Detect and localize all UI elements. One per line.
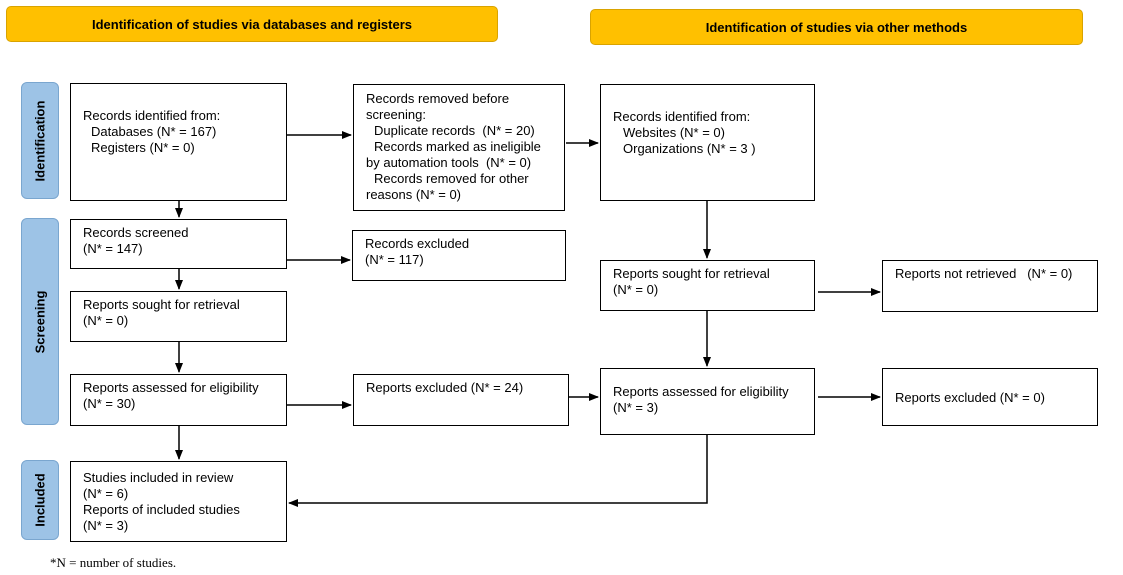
removed-duplicates: Duplicate records (N* = 20) bbox=[374, 123, 535, 138]
header-databases-registers: Identification of studies via databases … bbox=[6, 6, 498, 42]
other-reports-assessed-count: (N* = 3) bbox=[613, 400, 659, 415]
studies-included-count: (N* = 6) bbox=[83, 486, 129, 501]
removed-automation-line2: by automation tools (N* = 0) bbox=[366, 155, 532, 170]
removed-line2: screening: bbox=[366, 107, 426, 122]
records-screened-box: Records screened (N* = 147) bbox=[70, 219, 287, 269]
removed-other-line1: Records removed for other bbox=[374, 171, 529, 186]
other-reports-sought-box: Reports sought for retrieval (N* = 0) bbox=[600, 260, 815, 311]
phase-identification: Identification bbox=[21, 82, 59, 199]
reports-included-title: Reports of included studies bbox=[83, 502, 240, 517]
other-reports-assessed-title: Reports assessed for eligibility bbox=[613, 384, 789, 399]
phase-included: Included bbox=[21, 460, 59, 540]
records-removed-box: Records removed before screening: Duplic… bbox=[353, 84, 565, 211]
reports-sought-title: Reports sought for retrieval bbox=[83, 297, 240, 312]
header-other-methods: Identification of studies via other meth… bbox=[590, 9, 1083, 45]
databases-count: Databases (N* = 167) bbox=[91, 124, 217, 139]
records-excluded-title: Records excluded bbox=[365, 236, 470, 251]
studies-included-title: Studies included in review bbox=[83, 470, 234, 485]
removed-line1: Records removed before bbox=[366, 91, 510, 106]
reports-assessed-title: Reports assessed for eligibility bbox=[83, 380, 259, 395]
reports-sought-box: Reports sought for retrieval (N* = 0) bbox=[70, 291, 287, 342]
other-reports-sought-title: Reports sought for retrieval bbox=[613, 266, 770, 281]
reports-excluded-box: Reports excluded (N* = 24) bbox=[353, 374, 569, 426]
reports-not-retrieved-box: Reports not retrieved (N* = 0) bbox=[882, 260, 1098, 312]
organizations-count: Organizations (N* = 3 ) bbox=[623, 141, 756, 156]
other-reports-excluded-box: Reports excluded (N* = 0) bbox=[882, 368, 1098, 426]
websites-count: Websites (N* = 0) bbox=[623, 125, 725, 140]
phase-screening: Screening bbox=[21, 218, 59, 425]
reports-sought-count: (N* = 0) bbox=[83, 313, 129, 328]
removed-other-line2: reasons (N* = 0) bbox=[366, 187, 462, 202]
arrow-other-assessed-to-included bbox=[288, 435, 708, 507]
reports-assessed-box: Reports assessed for eligibility (N* = 3… bbox=[70, 374, 287, 426]
footnote: *N = number of studies. bbox=[50, 555, 177, 570]
registers-count: Registers (N* = 0) bbox=[91, 140, 195, 155]
records-identified-databases-box: Records identified from: Databases (N* =… bbox=[70, 83, 287, 201]
records-screened-count: (N* = 147) bbox=[83, 241, 143, 256]
reports-not-retrieved-title: Reports not retrieved (N* = 0) bbox=[895, 266, 1073, 281]
studies-included-box: Studies included in review (N* = 6) Repo… bbox=[70, 461, 287, 542]
reports-assessed-count: (N* = 30) bbox=[83, 396, 136, 411]
other-records-identified-box: Records identified from: Websites (N* = … bbox=[600, 84, 815, 201]
other-reports-sought-count: (N* = 0) bbox=[613, 282, 659, 297]
other-records-identified-title: Records identified from: bbox=[613, 109, 751, 124]
records-screened-title: Records screened bbox=[83, 225, 189, 240]
removed-automation-line1: Records marked as ineligible bbox=[374, 139, 541, 154]
records-excluded-box: Records excluded (N* = 117) bbox=[352, 230, 566, 281]
other-reports-excluded-title: Reports excluded (N* = 0) bbox=[895, 390, 1045, 405]
records-excluded-count: (N* = 117) bbox=[365, 252, 424, 267]
records-identified-title: Records identified from: bbox=[83, 108, 221, 123]
reports-excluded-title: Reports excluded (N* = 24) bbox=[366, 380, 524, 395]
reports-included-count: (N* = 3) bbox=[83, 518, 129, 533]
other-reports-assessed-box: Reports assessed for eligibility (N* = 3… bbox=[600, 368, 815, 435]
